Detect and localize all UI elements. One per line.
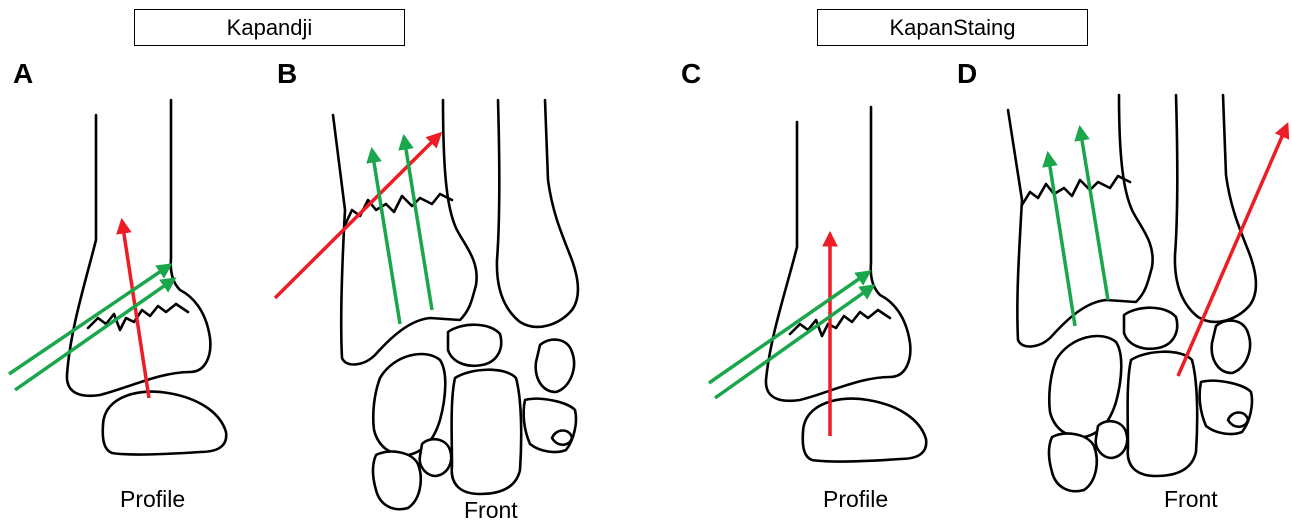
panel-d-navicular bbox=[1212, 321, 1250, 373]
panel-b-fibula bbox=[497, 100, 578, 327]
panel-d-view-label: Front bbox=[1164, 486, 1218, 513]
panel-a-tibia bbox=[67, 100, 210, 396]
panel-b-metatarsal-1 bbox=[373, 452, 421, 510]
panel-d-talus-block bbox=[1124, 308, 1177, 349]
panel-c-talus bbox=[803, 399, 926, 462]
panel-b-navicular bbox=[536, 340, 574, 392]
panel-c-view-label: Profile bbox=[823, 486, 888, 513]
panel-d-calcaneus bbox=[1128, 352, 1198, 476]
panel-b-view-label: Front bbox=[464, 497, 518, 524]
panel-c-drawing bbox=[709, 107, 926, 462]
panel-b-talus-block bbox=[448, 325, 501, 366]
panel-d-drawing bbox=[1008, 95, 1287, 491]
panel-b-metatarsal-2 bbox=[420, 439, 452, 476]
panel-d-metatarsal-1 bbox=[1049, 434, 1097, 492]
panel-d-metatarsal-2 bbox=[1096, 421, 1128, 458]
panel-a-talus bbox=[103, 392, 226, 455]
panel-a-drawing bbox=[9, 100, 226, 455]
panel-a-view-label: Profile bbox=[120, 486, 185, 513]
panel-b-calcaneus bbox=[452, 370, 522, 494]
panel-c-tibia bbox=[766, 107, 910, 401]
panel-b-drawing bbox=[275, 100, 578, 509]
